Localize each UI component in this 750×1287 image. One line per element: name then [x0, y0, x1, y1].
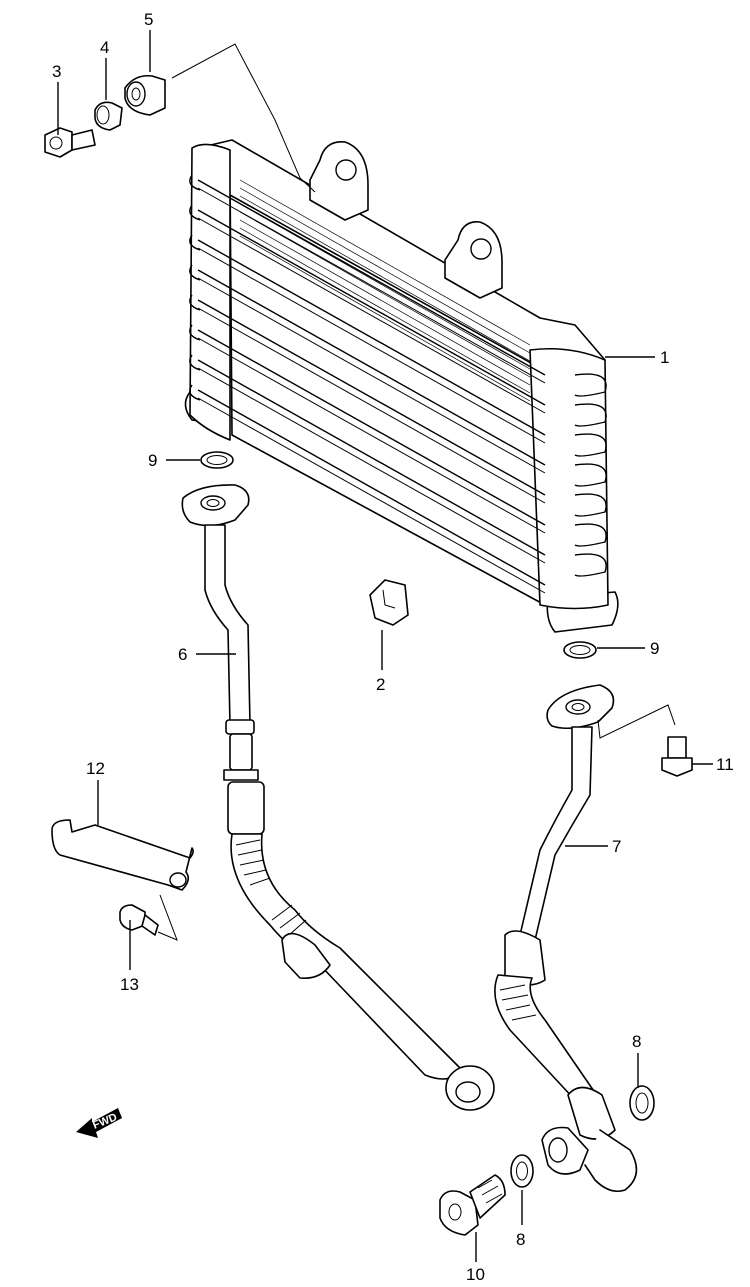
callout-8-lower: 8 — [516, 1230, 525, 1249]
right-tank-ribs — [574, 373, 607, 577]
callout-12: 12 — [86, 759, 105, 778]
oil-cooler-hose-2 — [494, 684, 638, 1193]
hose-bracket — [51, 819, 194, 891]
bracket-bolt — [119, 904, 159, 936]
callout-3: 3 — [52, 62, 61, 81]
callout-labels: 3 4 5 1 9 9 2 6 11 12 7 13 8 8 10 — [52, 10, 734, 1284]
gasket-upper — [629, 1085, 655, 1121]
assembly-line-5 — [171, 43, 316, 193]
left-tank-ribs — [189, 174, 201, 401]
o-ring-lower — [563, 641, 597, 659]
oil-cooler — [184, 139, 619, 633]
callout-4: 4 — [100, 38, 109, 57]
oil-cooler-hose-1 — [181, 484, 495, 1111]
mounting-bolt — [44, 127, 96, 158]
callout-leaders — [57, 30, 713, 1262]
callout-2: 2 — [376, 675, 385, 694]
callout-9-upper: 9 — [148, 451, 157, 470]
callout-5: 5 — [144, 10, 153, 29]
fwd-label: FWD — [91, 1111, 119, 1132]
callout-7: 7 — [612, 837, 621, 856]
assembly-line-13 — [157, 894, 178, 941]
grommet — [124, 74, 166, 116]
hose-clip — [369, 579, 409, 626]
collar — [94, 101, 123, 131]
callout-13: 13 — [120, 975, 139, 994]
o-ring-upper — [200, 451, 234, 469]
callout-11: 11 — [716, 755, 734, 774]
union-bolt — [439, 1174, 506, 1236]
callout-10: 10 — [466, 1265, 485, 1284]
fwd-arrow-icon: FWD — [76, 1108, 122, 1138]
cooler-bracket-front — [309, 141, 369, 221]
assembly-line-11 — [597, 704, 676, 739]
cooler-tubes — [197, 179, 546, 594]
callout-9-lower: 9 — [650, 639, 659, 658]
callout-1: 1 — [660, 348, 669, 367]
gasket-lower — [510, 1154, 534, 1188]
callout-6: 6 — [178, 645, 187, 664]
callout-8-upper: 8 — [632, 1032, 641, 1051]
hose-bolt — [661, 736, 693, 777]
